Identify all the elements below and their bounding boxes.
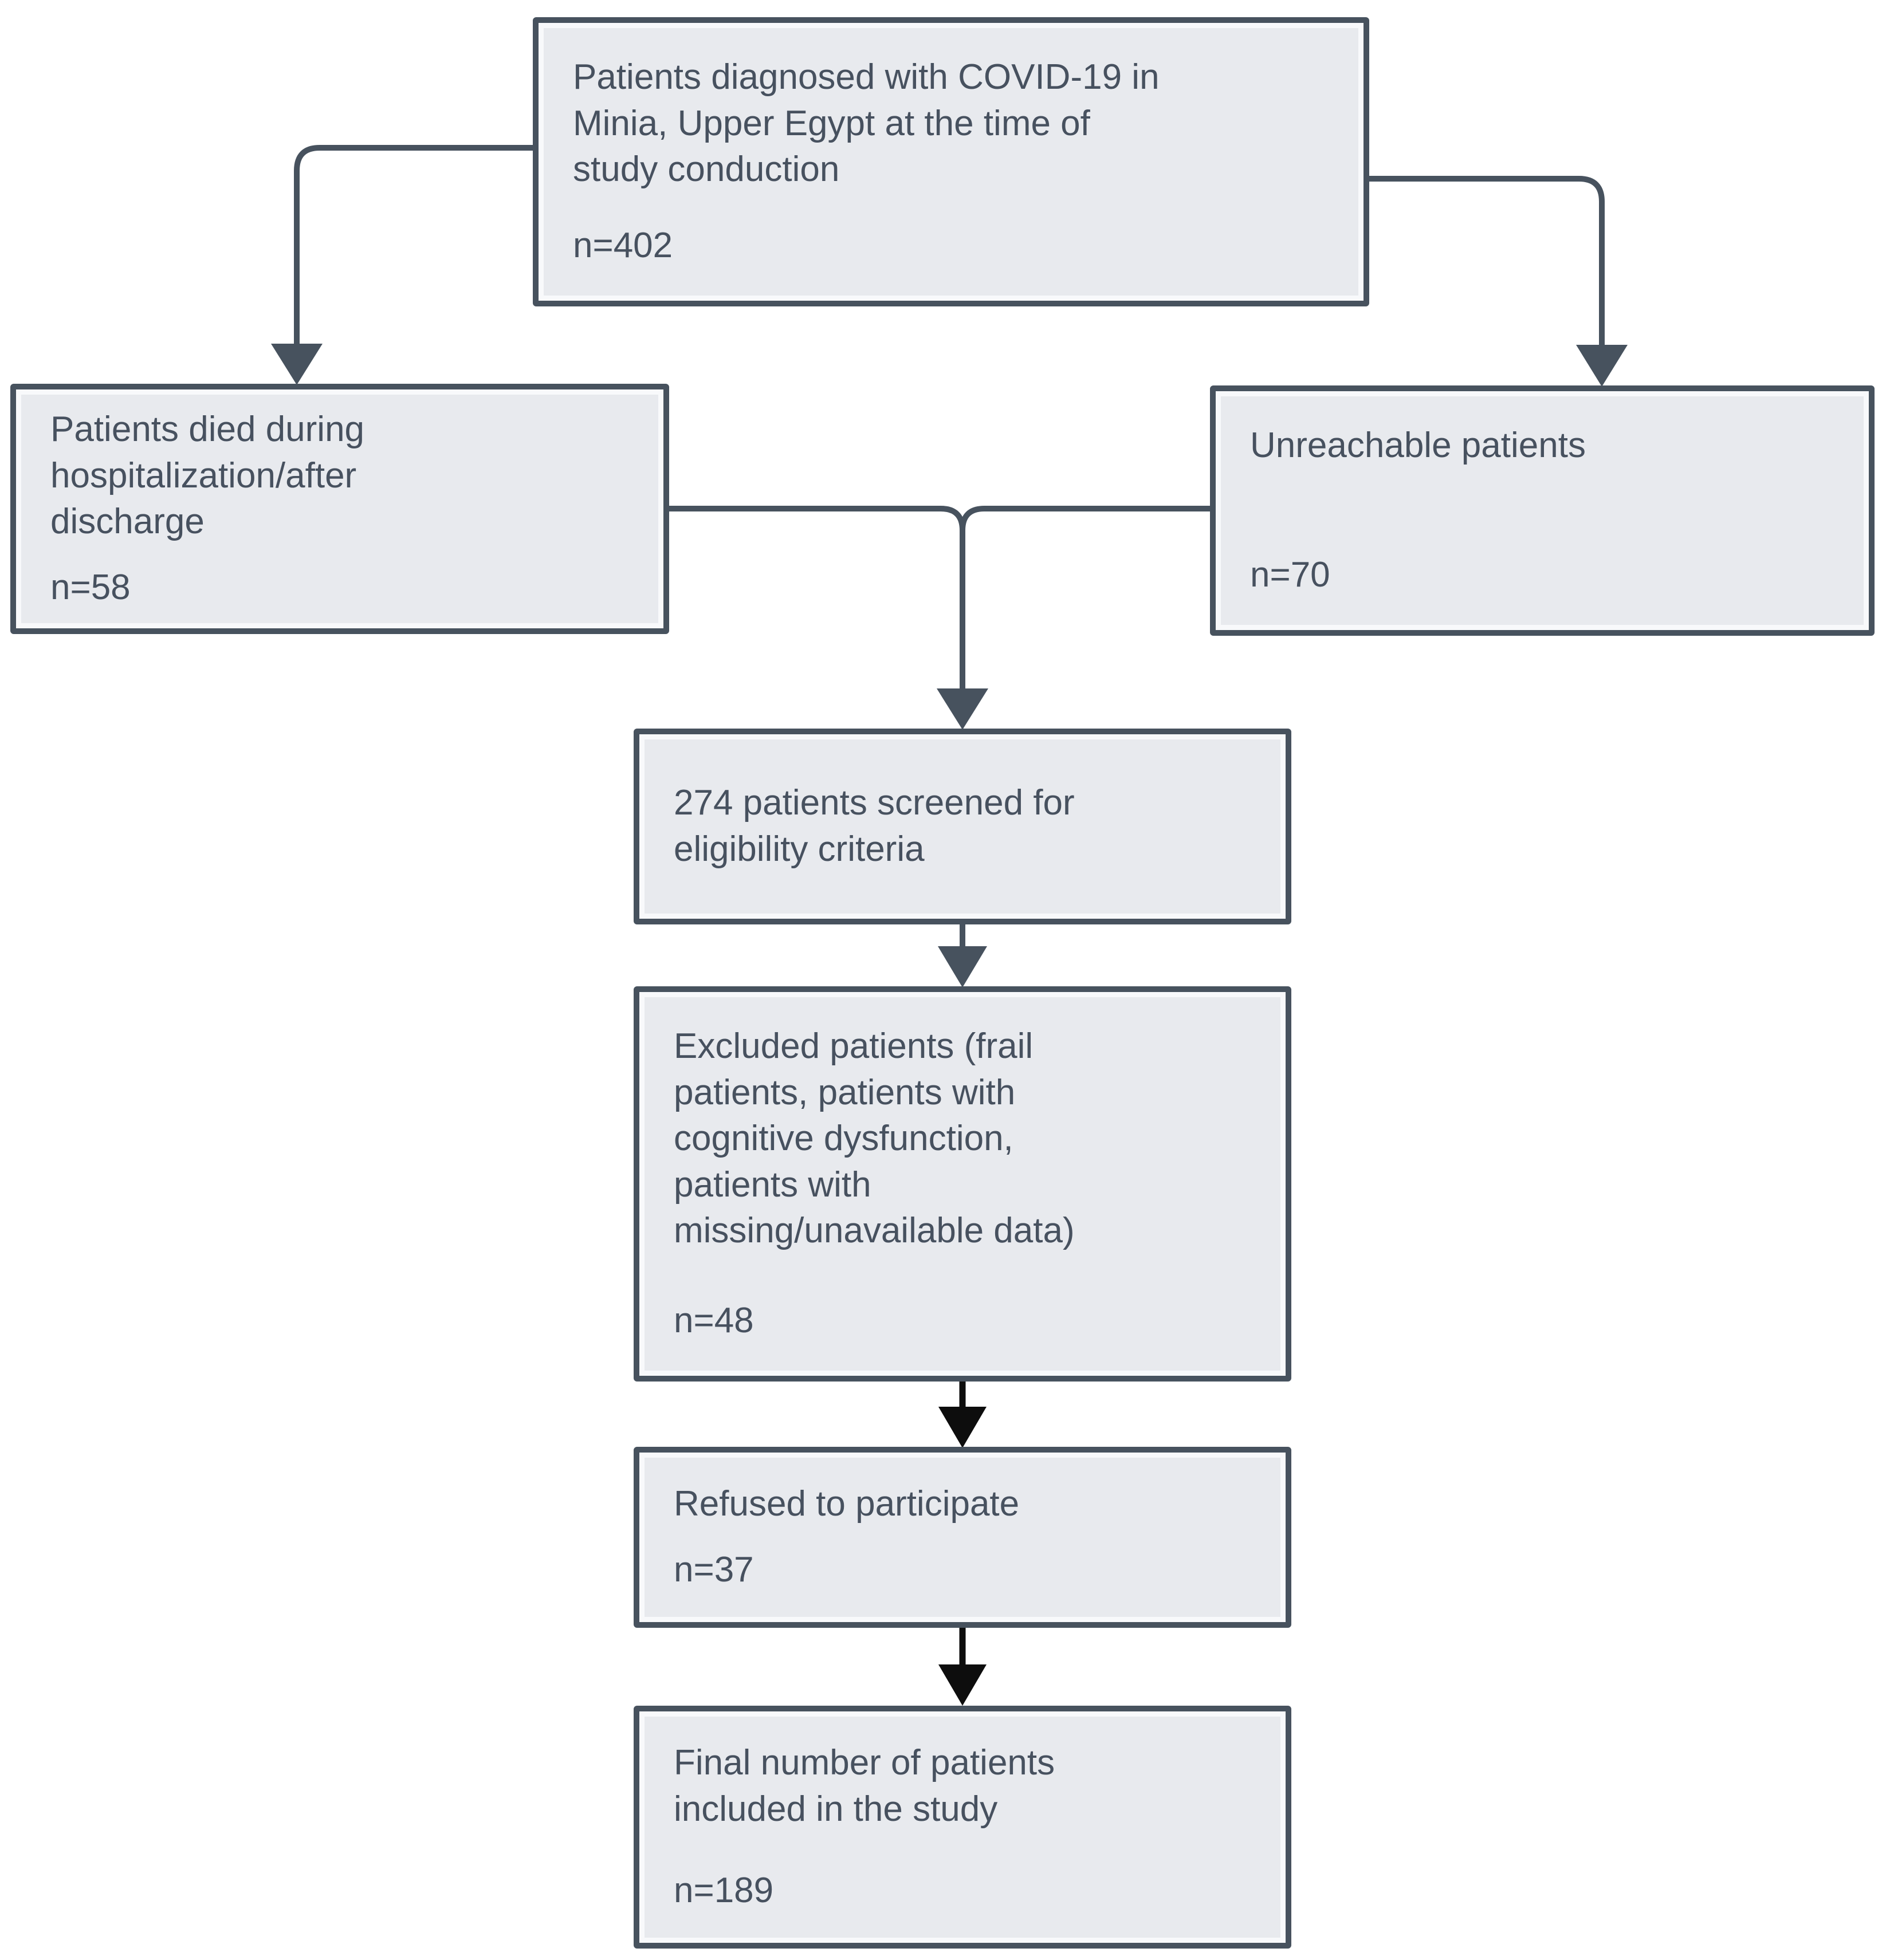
connector-merge-right bbox=[960, 506, 1210, 531]
flow-box-final: Final number of patients included in the… bbox=[634, 1706, 1291, 1949]
final-count: n=189 bbox=[674, 1871, 774, 1911]
died-label: Patients died during hospitalization/aft… bbox=[50, 410, 365, 542]
unreachable-label: Unreachable patients bbox=[1250, 426, 1586, 465]
refused-label: Refused to participate bbox=[674, 1484, 1020, 1524]
refused-count: n=37 bbox=[674, 1550, 754, 1590]
final-label: Final number of patients included in the… bbox=[674, 1743, 1055, 1829]
unreachable-count: n=70 bbox=[1250, 555, 1330, 595]
connector-merge-left bbox=[669, 506, 965, 690]
source-count: n=402 bbox=[573, 226, 673, 266]
flow-box-unreachable: Unreachable patients n=70 bbox=[1210, 385, 1875, 636]
arrowhead-into-refused-icon bbox=[938, 1407, 987, 1448]
flow-box-died: Patients died during hospitalization/aft… bbox=[10, 384, 669, 634]
flow-box-refused: Refused to participate n=37 bbox=[634, 1447, 1291, 1628]
connector-source-to-died bbox=[294, 145, 534, 346]
excluded-label: Excluded patients (frail patients, patie… bbox=[674, 1026, 1075, 1251]
arrowhead-into-died-icon bbox=[271, 344, 323, 385]
flow-box-screened: 274 patients screened for eligibility cr… bbox=[634, 729, 1291, 924]
source-label: Patients diagnosed with COVID-19 in Mini… bbox=[573, 57, 1160, 190]
arrowhead-into-unreachable-icon bbox=[1576, 345, 1628, 387]
flow-box-excluded: Excluded patients (frail patients, patie… bbox=[634, 986, 1291, 1382]
screened-label: 274 patients screened for eligibility cr… bbox=[674, 783, 1075, 869]
arrowhead-into-final-icon bbox=[938, 1664, 987, 1706]
connector-source-to-unreachable bbox=[1368, 176, 1605, 346]
arrowhead-into-excluded-icon bbox=[938, 946, 987, 987]
excluded-count: n=48 bbox=[674, 1301, 754, 1341]
died-count: n=58 bbox=[50, 568, 131, 608]
flow-box-source: Patients diagnosed with COVID-19 in Mini… bbox=[533, 17, 1369, 306]
arrowhead-into-screened-icon bbox=[937, 688, 988, 730]
